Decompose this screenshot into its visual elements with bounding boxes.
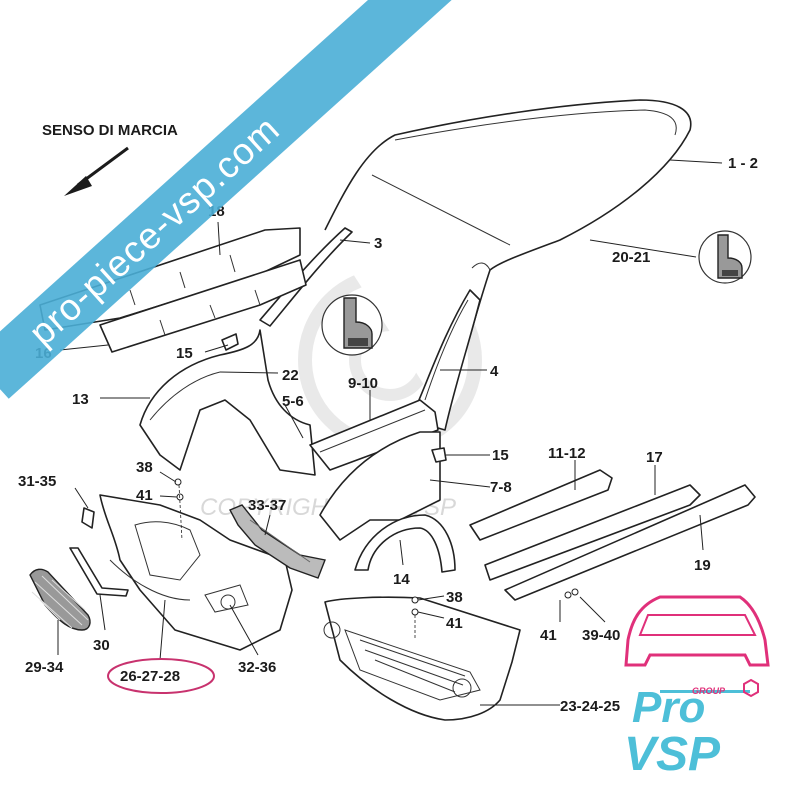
callout-5-6: 5-6 xyxy=(282,393,304,410)
callout-1-2: 1 - 2 xyxy=(728,155,758,172)
rear-wing xyxy=(319,431,441,541)
side-skirt xyxy=(504,484,756,601)
callout-11-12: 11-12 xyxy=(548,445,586,462)
end-clip-31-35 xyxy=(81,507,95,529)
clip-15-rear xyxy=(431,447,447,463)
callout-39-40: 39-40 xyxy=(582,627,620,644)
rear-quarter-panel xyxy=(409,289,481,431)
callout-38-rear: 38 xyxy=(446,589,463,606)
callout-19: 19 xyxy=(694,557,711,574)
callout-29-34: 29-34 xyxy=(25,659,64,676)
seal-profile-detail-pillar xyxy=(321,294,383,356)
callout-22: 22 xyxy=(282,367,299,384)
callout-38-left: 38 xyxy=(136,459,153,476)
callout-23-24-25: 23-24-25 xyxy=(560,698,620,715)
callout-7-8: 7-8 xyxy=(490,479,512,496)
callout-31-35: 31-35 xyxy=(18,473,56,490)
direction-arrow-icon xyxy=(64,146,129,196)
callout-30: 30 xyxy=(93,637,110,654)
front-bumper xyxy=(99,494,293,651)
direction-label: SENSO DI MARCIA xyxy=(42,122,178,139)
fastener-38-41-left xyxy=(174,478,184,541)
callout-41-right: 41 xyxy=(540,627,557,644)
callout-14: 14 xyxy=(393,571,410,588)
door-sill xyxy=(309,399,439,471)
front-fender xyxy=(139,329,316,476)
rear-bumper xyxy=(323,596,521,721)
logo-hex-icon xyxy=(743,678,759,698)
callout-26-27-28: 26-27-28 xyxy=(120,668,180,685)
grille-insert xyxy=(229,504,326,579)
logo-vsp-text: VSP xyxy=(624,728,721,781)
callout-15-front: 15 xyxy=(176,345,193,362)
callout-20-21: 20-21 xyxy=(612,249,650,266)
highlight-ellipse xyxy=(107,658,215,694)
callout-9-10: 9-10 xyxy=(348,375,378,392)
callout-41-rear: 41 xyxy=(446,615,463,632)
callout-13: 13 xyxy=(72,391,89,408)
callout-33-37: 33-37 xyxy=(248,497,286,514)
callout-41-left: 41 xyxy=(136,487,153,504)
fastener-38-41-rear xyxy=(411,596,419,640)
lower-trim xyxy=(69,547,129,597)
callout-17: 17 xyxy=(646,449,663,466)
clip-15-front xyxy=(221,333,239,351)
logo-car-outline-icon xyxy=(624,595,770,667)
pro-vsp-logo: GROUP Pro VSP xyxy=(624,595,770,781)
roof-panel xyxy=(324,99,692,411)
fastener-39-40 xyxy=(564,588,579,599)
side-rail xyxy=(484,484,701,581)
logo-pro-text: Pro xyxy=(632,683,705,732)
logo-group-text: GROUP xyxy=(692,686,726,696)
seal-profile-detail-roof xyxy=(698,230,752,284)
callout-4: 4 xyxy=(490,363,499,380)
callout-32-36: 32-36 xyxy=(238,659,276,676)
side-moulding xyxy=(469,469,613,541)
grille-mesh xyxy=(29,568,91,631)
callout-3: 3 xyxy=(374,235,382,252)
callout-15-rear: 15 xyxy=(492,447,509,464)
wheel-arch-liner xyxy=(354,514,456,573)
